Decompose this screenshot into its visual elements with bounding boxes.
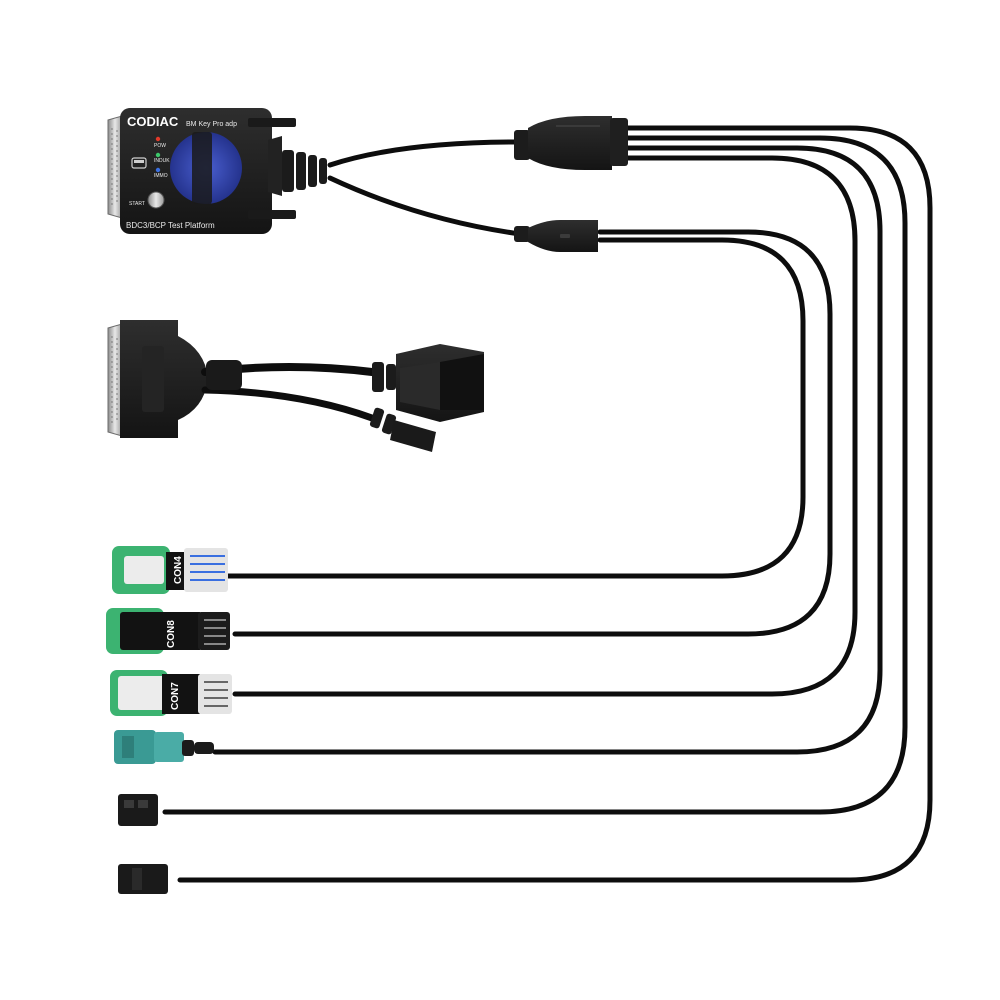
led-label-induk: INDUK	[154, 158, 170, 164]
led-immo	[155, 167, 161, 173]
con8-label: CON8	[166, 620, 177, 648]
splitter-hub-large	[514, 116, 628, 170]
led-pow	[155, 136, 161, 142]
main-adapter: CODIAC BM Key Pro adp BDC3/BCP Test Plat…	[107, 108, 327, 234]
model-label: BM Key Pro adp	[186, 121, 237, 128]
start-button	[147, 191, 165, 209]
car-icon	[131, 157, 147, 169]
connector-con8: CON8	[106, 608, 230, 654]
connector-small-black-b	[118, 864, 168, 894]
led-induk	[155, 152, 161, 158]
connector-con7: CON7	[110, 670, 232, 716]
strain-relief	[282, 150, 327, 192]
connector-con4: CON4	[112, 546, 228, 594]
obd-connector	[372, 344, 484, 422]
status-leds: POW INDUK IMMO	[154, 136, 170, 179]
brand-label: CODIAC	[127, 114, 179, 129]
dc-barrel-connector	[369, 407, 436, 452]
start-label: START	[129, 201, 145, 207]
connector-small-black-a	[118, 794, 158, 826]
obd-cable	[107, 320, 484, 452]
led-label-immo: IMMO	[154, 173, 168, 179]
led-label-pow: POW	[154, 143, 166, 149]
db25-pins	[111, 128, 118, 206]
con4-label: CON4	[173, 556, 184, 584]
splitter-hub-small	[514, 220, 598, 252]
platform-label: BDC3/BCP Test Platform	[126, 221, 215, 230]
cable-bundle	[162, 125, 933, 883]
con7-label: CON7	[170, 682, 181, 710]
connector-teal	[114, 730, 214, 764]
adapter-y-cable	[327, 139, 523, 237]
